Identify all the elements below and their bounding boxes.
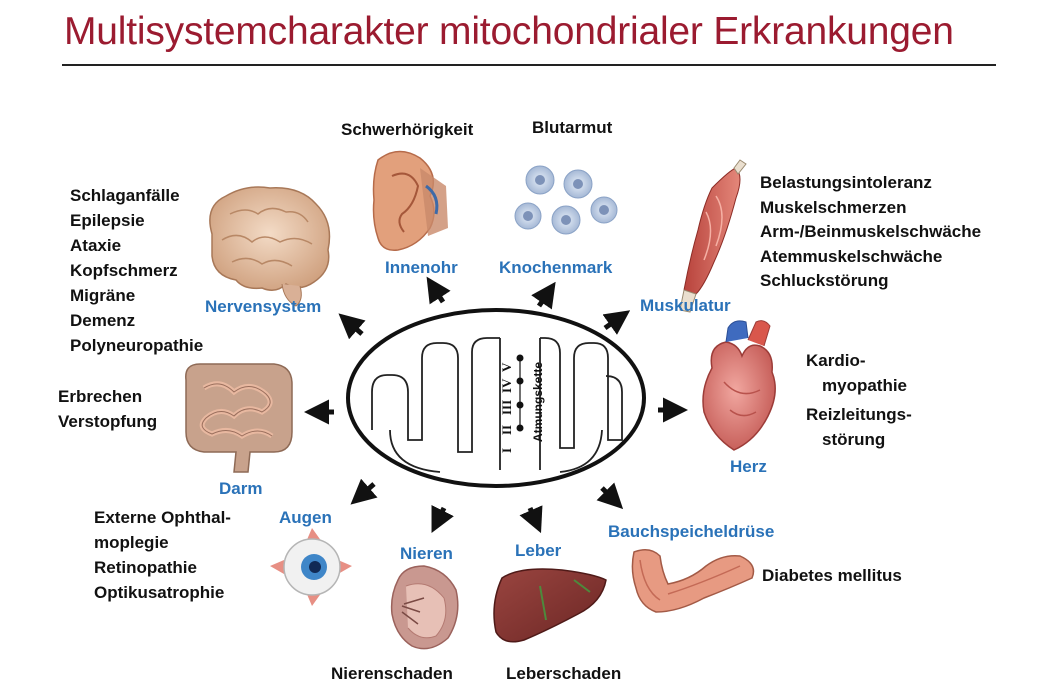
organ-label-nieren: Nieren [400,544,453,563]
pancreas-icon [631,549,755,613]
symptom-item: Migräne [70,286,136,305]
symptom-item: Optikusatrophie [94,583,225,602]
symptoms-darm: Erbrechen Verstopfung [58,384,157,434]
symptom-item: Nierenschaden [331,664,453,683]
organ-label-bauchspeicheldruese: Bauchspeicheldrüse [608,522,775,541]
symptoms-muskulatur: Belastungsintoleranz Muskelschmerzen Arm… [760,171,981,294]
arrow-augen [350,478,378,505]
symptom-item: myopathie [822,376,908,395]
blood-cells-icon [514,165,618,235]
symptom-item: Schluckstörung [760,271,889,290]
atmungskette-label: Atmungskette [531,362,545,442]
symptom-item: Atemmuskelschwäche [760,246,943,266]
kidney-icon [390,565,459,650]
symptom-item: Belastungsintoleranz [760,173,932,192]
symptom-item: Leberschaden [506,664,622,683]
symptom-item: Schwerhörigkeit [341,120,474,139]
organ-label-augen: Augen [279,508,332,527]
symptoms-herz: Kardio- myopathie Reizleitungs- störung [806,348,912,452]
symptoms-innenohr: Schwerhörigkeit [341,117,473,142]
symptom-item: Schlaganfälle [70,186,180,205]
muscle-icon [679,159,747,313]
symptoms-nieren: Nierenschaden [331,661,453,686]
page-title: Multisystemcharakter mitochondrialer Erk… [64,10,954,53]
arrow-innenohr [426,276,451,305]
liver-icon [493,568,607,643]
complex-ii-label: II [499,425,514,435]
mitochondrion-icon [346,308,646,488]
organ-label-leber: Leber [515,541,562,560]
complex-iv-label: IV [499,378,514,393]
complex-iii-label: III [499,400,514,415]
symptoms-bauchspeicheldruese: Diabetes mellitus [762,563,902,588]
organ-label-muskulatur: Muskulatur [640,296,731,315]
symptom-item: Demenz [70,311,136,330]
symptoms-augen: Externe Ophthal- moplegie Retinopathie O… [94,505,231,605]
title-divider [62,64,996,66]
organ-label-innenohr: Innenohr [385,258,458,277]
eye-icon [270,528,352,606]
organ-label-darm: Darm [219,479,263,498]
arrow-bauchspeicheldruese [596,482,624,510]
complex-i-label: I [499,448,514,453]
arrow-nervensystem [338,313,366,340]
organ-label-nervensystem: Nervensystem [205,297,322,316]
ear-icon [372,150,448,251]
heart-icon [702,320,776,451]
symptom-item: Polyneuropathie [70,336,204,355]
symptom-item: Diabetes mellitus [762,566,902,585]
symptom-item: Retinopathie [94,558,197,577]
symptoms-nervensystem: Schlaganfälle Epilepsie Ataxie Kopfschme… [70,183,203,358]
arrow-muskulatur [602,310,631,335]
organ-label-knochenmark: Knochenmark [499,258,613,277]
symptom-item: Kopfschmerz [70,261,178,280]
symptom-item: Erbrechen [58,387,143,406]
arrow-knochenmark [531,281,556,310]
symptom-item: Blutarmut [532,118,613,137]
symptoms-knochenmark: Blutarmut [532,115,612,140]
symptom-item: Reizleitungs- [806,405,912,424]
organ-label-herz: Herz [730,457,767,476]
complex-v-label: V [499,362,514,372]
symptom-item: Muskelschmerzen [760,197,907,217]
intestine-icon [185,363,293,473]
symptom-item: Externe Ophthal- [94,508,231,527]
symptom-item: Verstopfung [58,412,158,431]
symptom-item: moplegie [94,533,169,552]
symptoms-leber: Leberschaden [506,661,621,686]
symptom-item: Ataxie [70,236,122,255]
symptom-item: störung [822,430,886,449]
symptom-item: Kardio- [806,351,866,370]
brain-icon [209,186,331,307]
arrow-nieren [431,504,454,533]
arrow-leber [519,505,543,534]
symptom-item: Arm-/Beinmuskelschwäche [760,222,982,241]
symptom-item: Epilepsie [70,211,145,230]
